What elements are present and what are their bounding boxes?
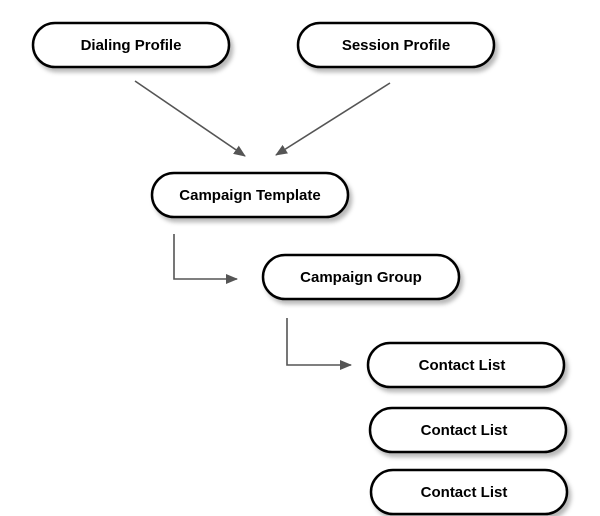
edge-template-to-group — [173, 234, 238, 284]
edges — [134, 80, 391, 370]
node-dialing-profile[interactable]: Dialing Profile — [31, 21, 231, 69]
node-contact-list-2[interactable]: Contact List — [368, 406, 568, 454]
node-campaign-template-label: Campaign Template — [179, 187, 320, 204]
node-dialing-profile-label: Dialing Profile — [81, 37, 182, 54]
edge-group-to-contact-list — [286, 318, 352, 370]
node-contact-list-1-label: Contact List — [419, 357, 506, 374]
node-contact-list-3[interactable]: Contact List — [369, 468, 569, 516]
node-session-profile[interactable]: Session Profile — [296, 21, 496, 69]
edge-dialing-to-template — [134, 80, 246, 157]
node-session-profile-label: Session Profile — [342, 37, 450, 54]
node-campaign-template[interactable]: Campaign Template — [150, 171, 350, 219]
node-contact-list-3-label: Contact List — [421, 484, 508, 501]
node-contact-list-2-label: Contact List — [421, 422, 508, 439]
node-campaign-group[interactable]: Campaign Group — [261, 253, 461, 301]
node-contact-list-1[interactable]: Contact List — [366, 341, 566, 389]
edge-session-to-template — [275, 82, 391, 156]
node-campaign-group-label: Campaign Group — [300, 269, 422, 286]
